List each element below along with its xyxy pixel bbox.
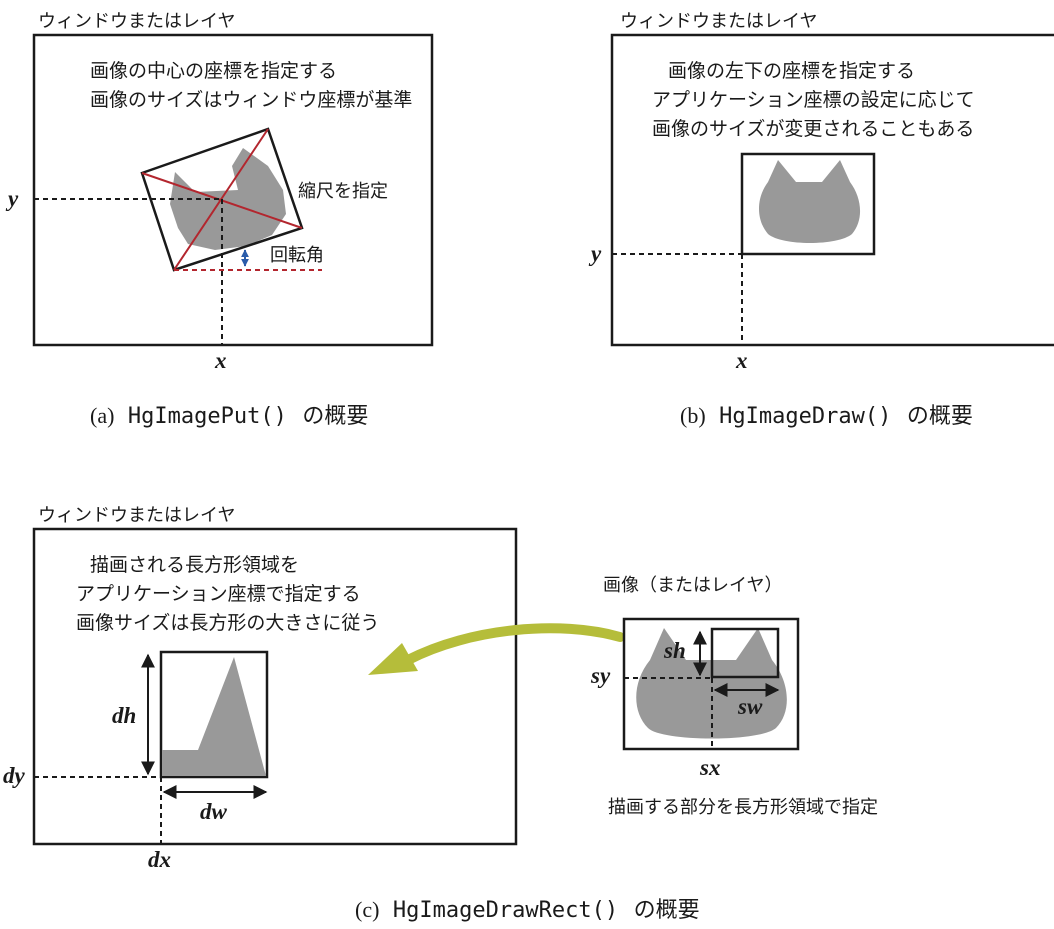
panel-b-note-line2: アプリケーション座標の設定に応じて <box>652 89 975 111</box>
panel-c-dh-label: dh <box>112 703 136 728</box>
panel-c-source-label: 画像（またはレイヤ） <box>603 575 782 596</box>
panel-b-note-line3: 画像のサイズが変更されることもある <box>652 118 974 140</box>
panel-c-sx-label: sx <box>699 755 720 780</box>
panel-c-source-frame <box>622 617 800 751</box>
panel-c: ウィンドウまたはレイヤ 描画される長方形領域を アプリケーション座標で指定する … <box>3 505 878 923</box>
panel-c-dest-shape <box>162 657 266 776</box>
panel-c-note-line3: 画像サイズは長方形の大きさに従う <box>76 612 379 634</box>
panel-b-caption-suffix: の概要 <box>907 403 973 428</box>
panel-c-transfer-arrowhead <box>368 643 418 675</box>
panel-b-image-frame <box>740 152 876 256</box>
panel-a-window-frame <box>32 33 434 347</box>
panel-c-dy-label: dy <box>3 763 26 788</box>
panel-a-rotation-label: 回転角 <box>270 245 324 266</box>
panel-a-caption-suffix: の概要 <box>302 403 368 428</box>
panel-c-window-frame <box>32 527 518 846</box>
panel-c-source-note: 描画する部分を長方形領域で指定 <box>608 797 878 818</box>
panel-c-sy-label: sy <box>590 663 611 688</box>
panel-a-caption-prefix: (a) <box>90 403 114 428</box>
panel-c-note-line2: アプリケーション座標で指定する <box>76 583 361 605</box>
panel-c-note-line1: 描画される長方形領域を <box>90 554 299 576</box>
panel-b-window-label: ウィンドウまたはレイヤ <box>620 11 817 32</box>
panel-c-caption-prefix: (c) <box>355 897 379 922</box>
panel-c-dw-label: dw <box>200 799 228 824</box>
panel-b-caption-func: HgImageDraw() <box>719 404 891 429</box>
panel-b-window-frame <box>610 33 1054 347</box>
panel-a: ウィンドウまたはレイヤ 画像の中心の座標を指定する 画像のサイズはウィンドウ座標… <box>5 11 434 429</box>
panel-a-caption-func: HgImagePut() <box>128 404 287 429</box>
panel-c-transfer-arrow <box>403 623 625 665</box>
panel-c-sh-label: sh <box>663 638 686 663</box>
panel-c-window-label: ウィンドウまたはレイヤ <box>38 505 235 526</box>
panel-c-source-rect <box>710 627 780 679</box>
panel-c-caption-func: HgImageDrawRect() <box>393 898 618 923</box>
panel-b-y-label: y <box>588 241 602 266</box>
panel-b-note-line1: 画像の左下の座標を指定する <box>668 60 915 82</box>
panel-a-caption: (a) HgImagePut() の概要 <box>90 403 368 429</box>
panel-b: ウィンドウまたはレイヤ 画像の左下の座標を指定する アプリケーション座標の設定に… <box>588 11 1054 429</box>
panel-b-caption: (b) HgImageDraw() の概要 <box>680 403 973 429</box>
panel-b-caption-prefix: (b) <box>680 403 706 428</box>
panel-a-cat-shape <box>170 148 286 250</box>
panel-a-x-label: x <box>214 348 227 373</box>
panel-c-dx-label: dx <box>148 847 171 872</box>
panel-a-y-label: y <box>5 186 19 211</box>
panel-a-note-line2: 画像のサイズはウィンドウ座標が基準 <box>90 89 412 111</box>
panel-b-x-label: x <box>735 348 748 373</box>
panel-a-scale-label: 縮尺を指定 <box>298 181 388 202</box>
panel-a-note-line1: 画像の中心の座標を指定する <box>90 60 337 82</box>
panel-c-dest-frame <box>159 650 269 779</box>
panel-c-caption: (c) HgImageDrawRect() の概要 <box>355 897 700 923</box>
panel-a-window-label: ウィンドウまたはレイヤ <box>38 11 235 32</box>
panel-b-cat-shape <box>759 160 861 243</box>
panel-c-caption-suffix: の概要 <box>634 897 700 922</box>
panel-c-source-shape <box>636 628 787 739</box>
panel-c-sw-label: sw <box>737 694 763 719</box>
